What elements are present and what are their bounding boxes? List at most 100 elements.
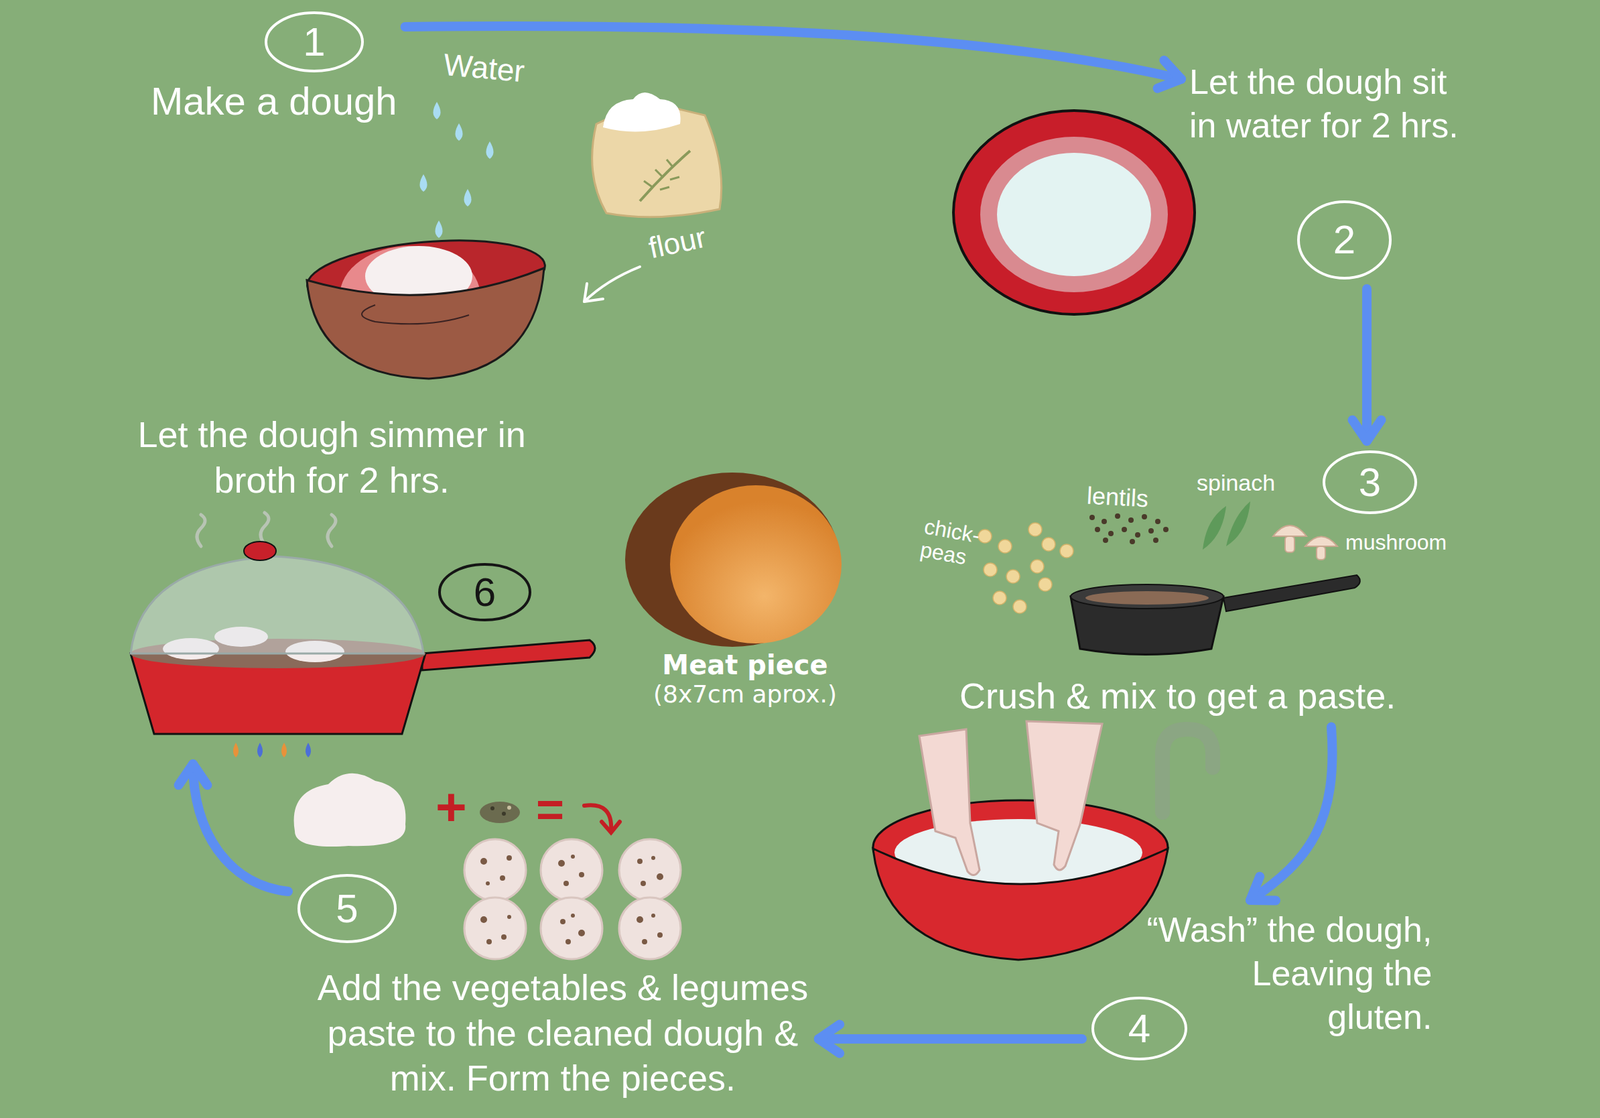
callout-number: 4 (1128, 1008, 1151, 1049)
lentils-part (1148, 527, 1154, 534)
callout-number: 1 (302, 22, 325, 63)
water-drops-part (464, 188, 472, 207)
callout-number: 2 (1333, 219, 1356, 260)
callout-circle: 2 (1295, 198, 1393, 281)
steam-part (196, 514, 206, 547)
chickpeas-part (1059, 544, 1074, 558)
callout-circle: 3 (1321, 448, 1419, 516)
text-label: + (435, 777, 468, 837)
chickpeas-part (1038, 577, 1052, 591)
flow-arrow-head (818, 1024, 840, 1054)
piece-specks (480, 854, 664, 945)
lentils-part (1114, 513, 1121, 519)
piece-specks-part (640, 880, 646, 886)
frying-pan-part (1070, 584, 1224, 609)
faucet-part (1162, 728, 1213, 813)
flow-arrow-line (818, 1033, 1083, 1044)
spinach-part (1202, 505, 1227, 550)
lentils-part (1101, 518, 1107, 524)
dough-pieces-part (464, 838, 526, 901)
washing-bowl-part (873, 848, 1168, 960)
water-drops-part (486, 141, 494, 159)
circle-outline-ring (298, 875, 396, 942)
dough-ball (294, 773, 407, 847)
chickpeas-part (1006, 569, 1020, 583)
washing-bowl (873, 800, 1168, 960)
step-group: 3Crush & mix to get a paste. (951, 440, 1427, 727)
chickpeas-part (1028, 522, 1042, 537)
callout-circle: 5 (296, 872, 398, 945)
circle-outline-ring (265, 12, 363, 72)
mushrooms-part (1305, 536, 1338, 547)
piece-specks-part (578, 871, 585, 878)
dough-bowl-part (306, 268, 545, 379)
text-label: mushroom (1345, 530, 1447, 555)
piece-specks-part (480, 857, 488, 865)
water-drops-part (455, 123, 463, 141)
piece-specks-part (501, 934, 507, 940)
piece-specks-part (563, 880, 569, 886)
step-group: 5Add the vegetables & legumes paste to t… (288, 864, 819, 1109)
simmer-pan (130, 541, 595, 734)
flow-arrow (1250, 726, 1332, 901)
piece-specks-part (485, 881, 490, 886)
flour-bag-part (639, 150, 691, 202)
paste-pile-part (507, 805, 512, 810)
piece-specks-part (570, 913, 575, 918)
flow-arrow-head (1250, 876, 1276, 901)
flow-arrow-head (1157, 60, 1182, 89)
paste-pile-part (501, 811, 506, 816)
paste-pile-part (479, 801, 520, 823)
step-group: 4“Wash” the dough, Leaving the gluten. (1082, 899, 1440, 1070)
water-plate (953, 110, 1195, 315)
lentils-part (1102, 537, 1109, 543)
callout-circle: 1 (263, 10, 366, 74)
spinach-part (1226, 501, 1251, 547)
lentils-part (1155, 518, 1161, 524)
flow-arrow-line (1250, 726, 1332, 901)
dough-pieces-part (464, 897, 526, 959)
mushrooms-part (1316, 546, 1326, 560)
dough-pieces-part (540, 838, 603, 901)
callout-circle: 4 (1090, 994, 1189, 1062)
hands (919, 720, 1103, 876)
flow-arrow-line (1362, 288, 1372, 441)
callout-number: 5 (335, 888, 358, 929)
circle-outline-ring (439, 564, 530, 620)
step-caption: Crush & mix to get a paste. (959, 673, 1396, 719)
lentils-part (1153, 537, 1159, 543)
hands-part (1026, 720, 1103, 870)
piece-specks-part (641, 938, 648, 945)
water-drops-part (433, 101, 441, 120)
paste-pile (479, 801, 520, 823)
water-plate-part (980, 136, 1168, 293)
dough-pieces (464, 838, 681, 959)
flames-part (233, 742, 239, 758)
chickpeas-part (992, 590, 1007, 605)
circle-outline-ring (1092, 997, 1186, 1059)
piece-specks-part (656, 873, 664, 880)
text-label: Meat piece (661, 649, 828, 680)
steam-part (327, 514, 336, 547)
text-label: (8x7cm aprox.) (653, 680, 837, 708)
step-group: 6Let the dough simmer in broth for 2 hrs… (119, 404, 604, 764)
piece-specks-part (636, 915, 644, 923)
callout-circle: 6 (436, 561, 533, 623)
flow-arrow-head (1352, 420, 1382, 441)
flour-pointer-part (584, 283, 604, 302)
flow-arrow-head (178, 763, 208, 785)
steam (196, 512, 336, 547)
callout-number: 3 (1358, 462, 1381, 503)
flour-pointer (584, 266, 640, 302)
hands-part (919, 728, 980, 876)
step-caption: “Wash” the dough, Leaving the gluten. (1137, 907, 1432, 1039)
flour-bag-part (643, 159, 680, 190)
text-label: flour (645, 221, 709, 265)
piece-specks-part (651, 855, 656, 860)
simmer-pan-part (422, 639, 595, 671)
piece-specks-part (578, 929, 585, 937)
text-label: chick- peas (918, 514, 991, 573)
flames (233, 742, 311, 758)
